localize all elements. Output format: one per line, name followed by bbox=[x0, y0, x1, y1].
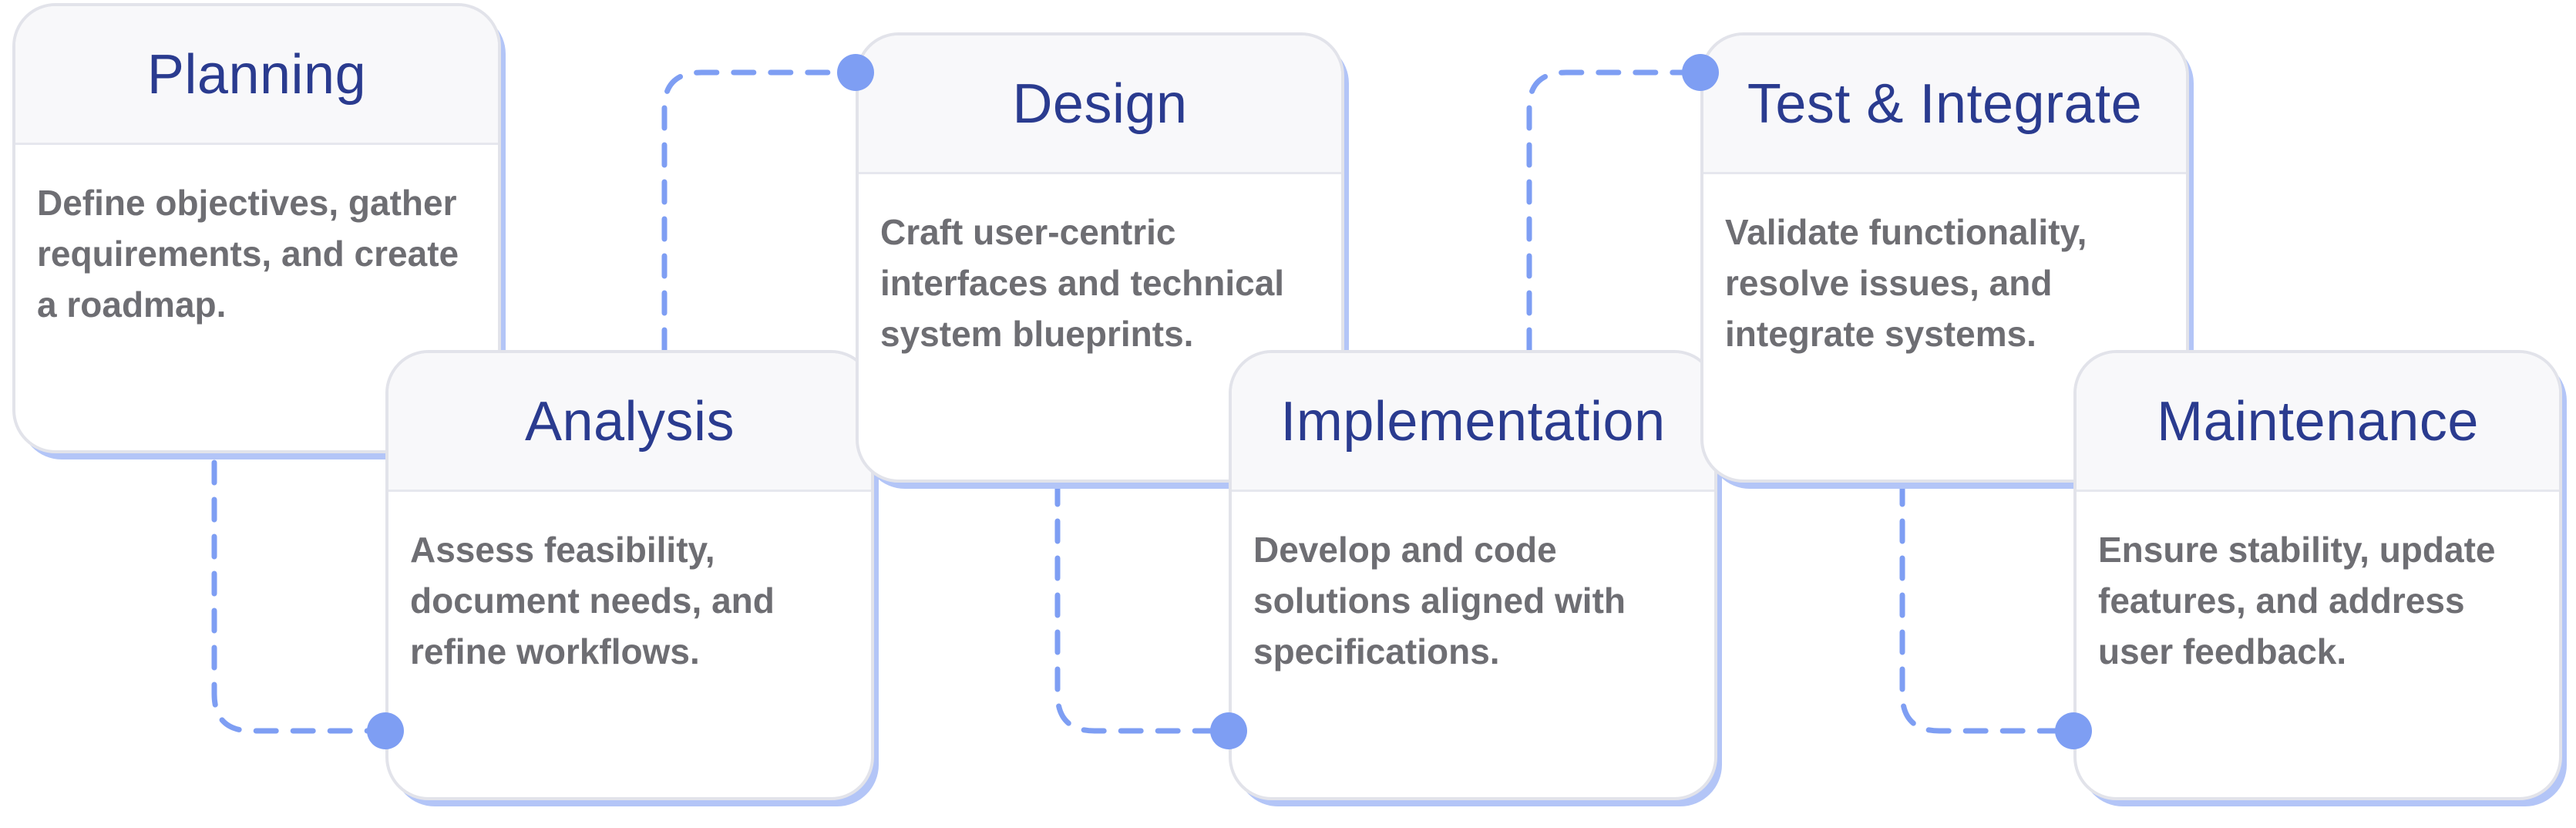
stage-card-test-integrate: Test & Integrate Validate functionality,… bbox=[1700, 32, 2189, 483]
stage-card-maintenance: Maintenance Ensure stability, update fea… bbox=[2073, 350, 2562, 800]
stage-description: Develop and code solutions aligned with … bbox=[1253, 530, 1626, 671]
connector-dot bbox=[837, 54, 874, 91]
stage-card-implementation: Implementation Develop and code solution… bbox=[1229, 350, 1717, 800]
stage-card-planning: Planning Define objectives, gather requi… bbox=[12, 3, 501, 453]
connector-dot bbox=[367, 712, 404, 749]
stage-description: Craft user-centric interfaces and techni… bbox=[880, 212, 1285, 354]
stage-title: Design bbox=[859, 35, 1341, 174]
connector-analysis-design bbox=[661, 69, 859, 353]
stage-description: Assess feasibility, document needs, and … bbox=[410, 530, 775, 671]
connector-test-maintenance bbox=[1899, 481, 2077, 734]
connector-dot bbox=[1682, 54, 1719, 91]
stage-title: Test & Integrate bbox=[1703, 35, 2186, 174]
stage-title: Analysis bbox=[388, 353, 871, 492]
stage-description: Ensure stability, update features, and a… bbox=[2098, 530, 2496, 671]
stage-title: Planning bbox=[15, 6, 498, 145]
stage-title: Maintenance bbox=[2077, 353, 2559, 492]
connector-dot bbox=[1210, 712, 1247, 749]
connector-design-implementation bbox=[1054, 481, 1232, 734]
stage-description: Define objectives, gather requirements, … bbox=[37, 183, 459, 325]
connector-dot bbox=[2055, 712, 2092, 749]
connector-implementation-test bbox=[1526, 69, 1703, 353]
stage-title: Implementation bbox=[1232, 353, 1714, 492]
stage-description: Validate functionality, resolve issues, … bbox=[1725, 212, 2087, 354]
stage-card-design: Design Craft user-centric interfaces and… bbox=[856, 32, 1344, 483]
connector-planning-analysis bbox=[211, 459, 388, 734]
stage-card-analysis: Analysis Assess feasibility, document ne… bbox=[385, 350, 874, 800]
